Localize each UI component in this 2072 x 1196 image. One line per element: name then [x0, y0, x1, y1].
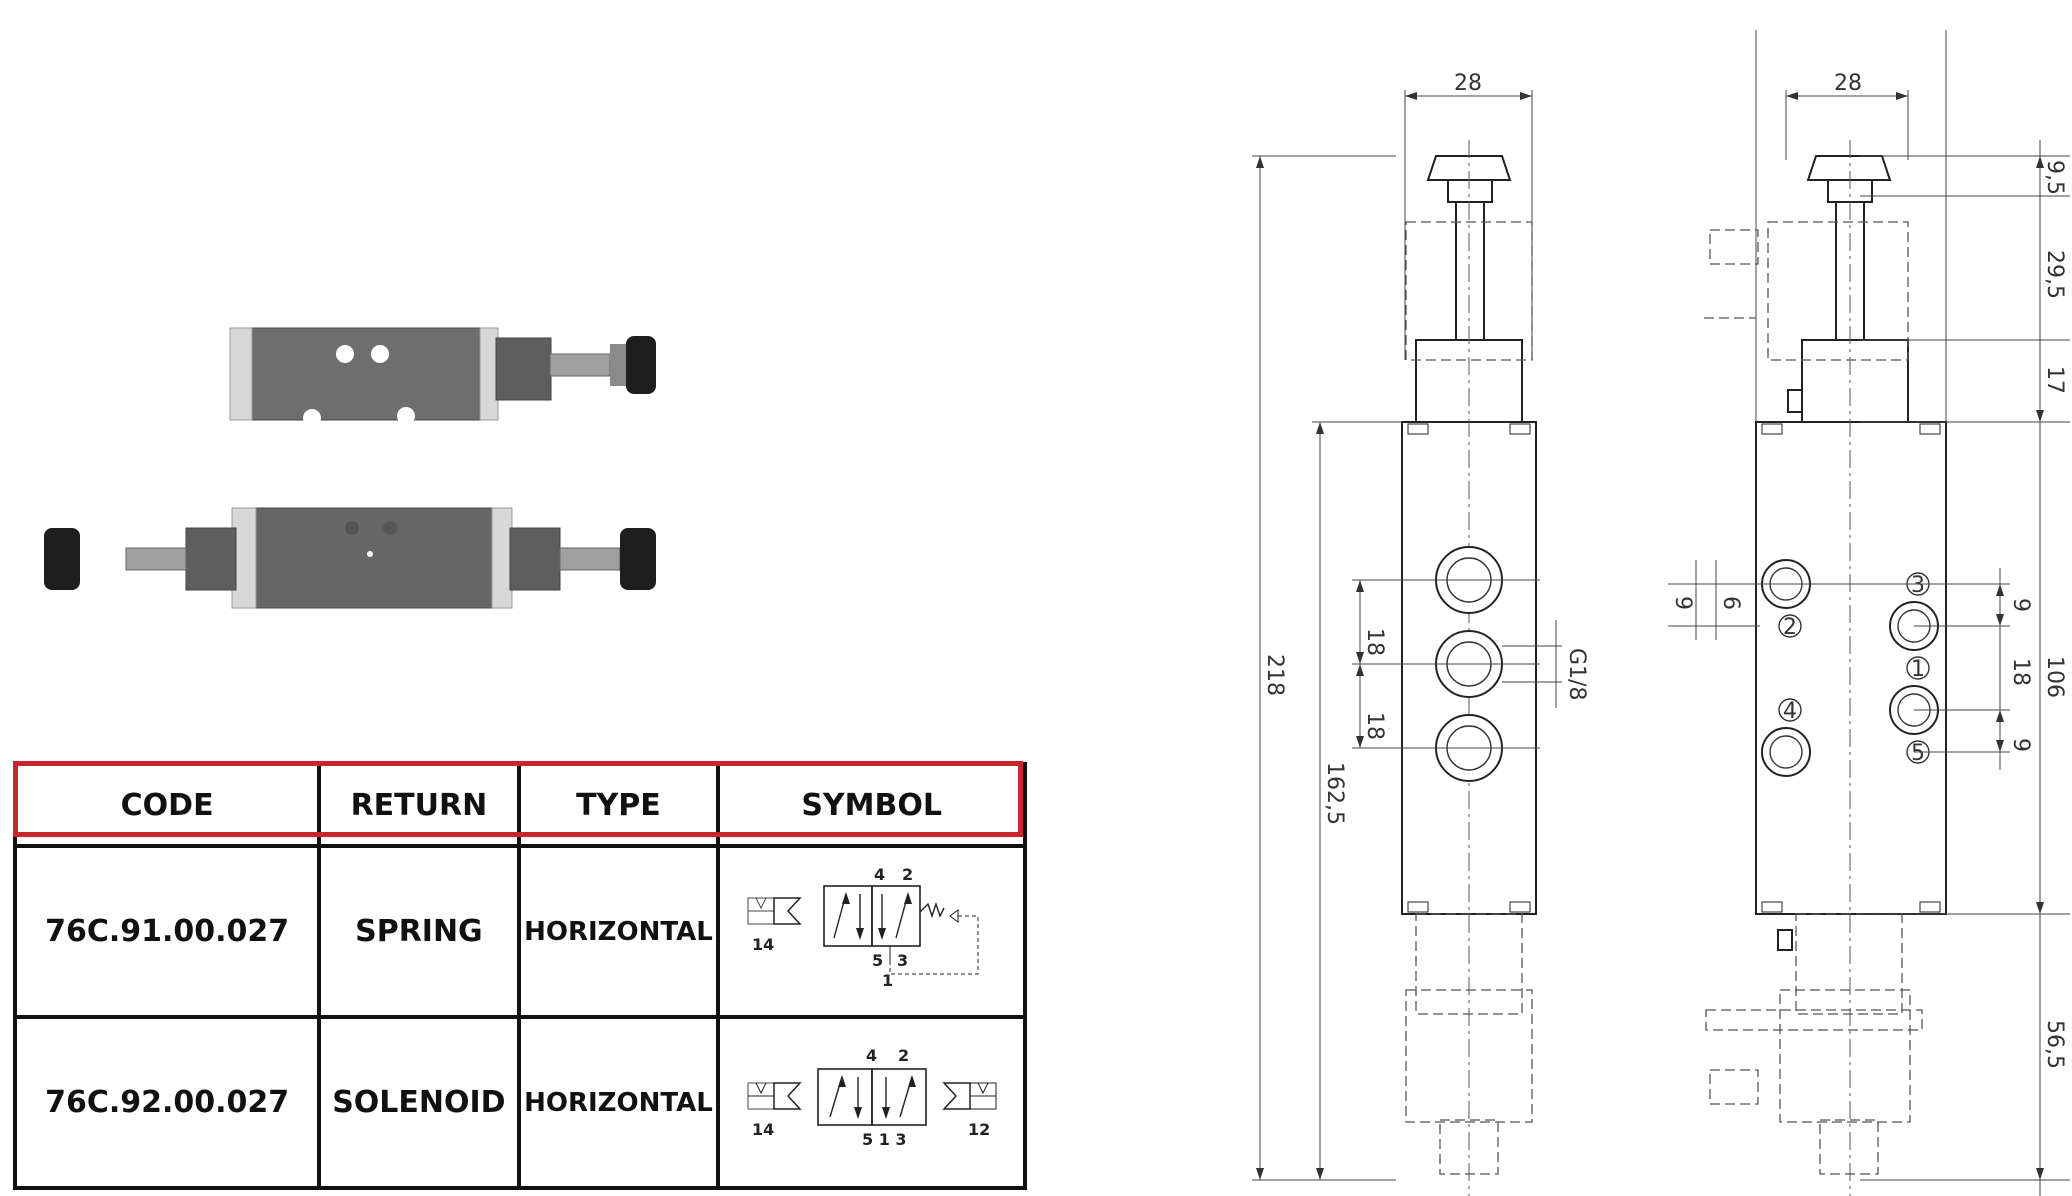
side-right-spacing-top: 9 [2008, 598, 2033, 612]
symbol-port-14: 14 [752, 1120, 774, 1139]
front-total-height-dim: 218 [1262, 654, 1287, 696]
side-right-spacing-bottom: 9 [2008, 738, 2033, 752]
spring-return-symbol: 14 4 2 5 3 1 [747, 865, 979, 990]
header-return: RETURN [317, 762, 521, 848]
side-left-offset-b: 6 [1718, 596, 1743, 610]
header-symbol: SYMBOL [716, 762, 1027, 848]
front-thread-dim: G1/8 [1564, 648, 1589, 700]
symbol-port-513: 5 1 3 [862, 1130, 907, 1149]
symbol-port-12: 12 [968, 1120, 990, 1139]
side-coil-dim: 17 [2042, 366, 2067, 394]
cell-type: HORIZONTAL [516, 844, 721, 1019]
cell-return: SPRING [317, 844, 521, 1019]
side-stem-dim: 29,5 [2042, 250, 2067, 299]
table-row: 76C.92.00.027 SOLENOID HORIZONTAL 14 4 [12, 1015, 1027, 1190]
port-label-1: 1 [1911, 657, 1925, 682]
technical-drawings: 28 18 18 G1/8 2 [1252, 30, 2070, 1196]
symbol-port-5: 5 [872, 951, 883, 970]
symbol-port-1: 1 [882, 971, 893, 990]
port-label-2: 2 [1783, 615, 1797, 640]
side-view: 28 3 2 1 4 5 [1668, 30, 2070, 1196]
header-code: CODE [12, 762, 322, 848]
valve-double-solenoid-render [44, 507, 656, 609]
table-row: 76C.91.00.027 SPRING HORIZONTAL 14 4 [12, 844, 1027, 1019]
cell-code: 76C.92.00.027 [12, 1015, 322, 1190]
cell-symbol: 14 4 2 5 1 3 12 [716, 1015, 1027, 1190]
spec-table: CODE RETURN TYPE SYMBOL 76C.91.00.027 SP… [12, 762, 1027, 1190]
cell-symbol: 14 4 2 5 3 1 [716, 844, 1027, 1019]
side-left-offset-a: 9 [1670, 596, 1695, 610]
header-type: TYPE [516, 762, 721, 848]
front-body-height-dim: 162,5 [1322, 762, 1347, 825]
product-photos [44, 327, 656, 609]
front-port-spacing-bottom: 18 [1362, 712, 1387, 740]
symbol-port-2: 2 [898, 1046, 909, 1065]
solenoid-return-symbol: 14 4 2 5 1 3 12 [747, 1046, 997, 1149]
side-width-dim: 28 [1834, 71, 1862, 96]
table-header-row: CODE RETURN TYPE SYMBOL [12, 762, 1027, 848]
port-label-4: 4 [1783, 699, 1797, 724]
valve-single-solenoid-render [229, 327, 656, 427]
side-extension-dim: 56,5 [2042, 1020, 2067, 1069]
symbol-port-4: 4 [866, 1046, 877, 1065]
port-label-5: 5 [1911, 741, 1925, 766]
side-knob-dim: 9,5 [2042, 160, 2067, 195]
cell-type: HORIZONTAL [516, 1015, 721, 1190]
symbol-port-3: 3 [897, 951, 908, 970]
front-view: 28 18 18 G1/8 2 [1252, 71, 1589, 1196]
front-port-spacing-top: 18 [1362, 628, 1387, 656]
side-body-height-dim: 106 [2042, 656, 2067, 698]
cell-return: SOLENOID [317, 1015, 521, 1190]
front-width-dim: 28 [1454, 71, 1482, 96]
port-label-3: 3 [1911, 573, 1925, 598]
symbol-port-4: 4 [874, 865, 885, 884]
side-right-spacing-mid: 18 [2008, 658, 2033, 686]
cell-code: 76C.91.00.027 [12, 844, 322, 1019]
symbol-port-14: 14 [752, 935, 774, 954]
symbol-port-2: 2 [902, 865, 913, 884]
